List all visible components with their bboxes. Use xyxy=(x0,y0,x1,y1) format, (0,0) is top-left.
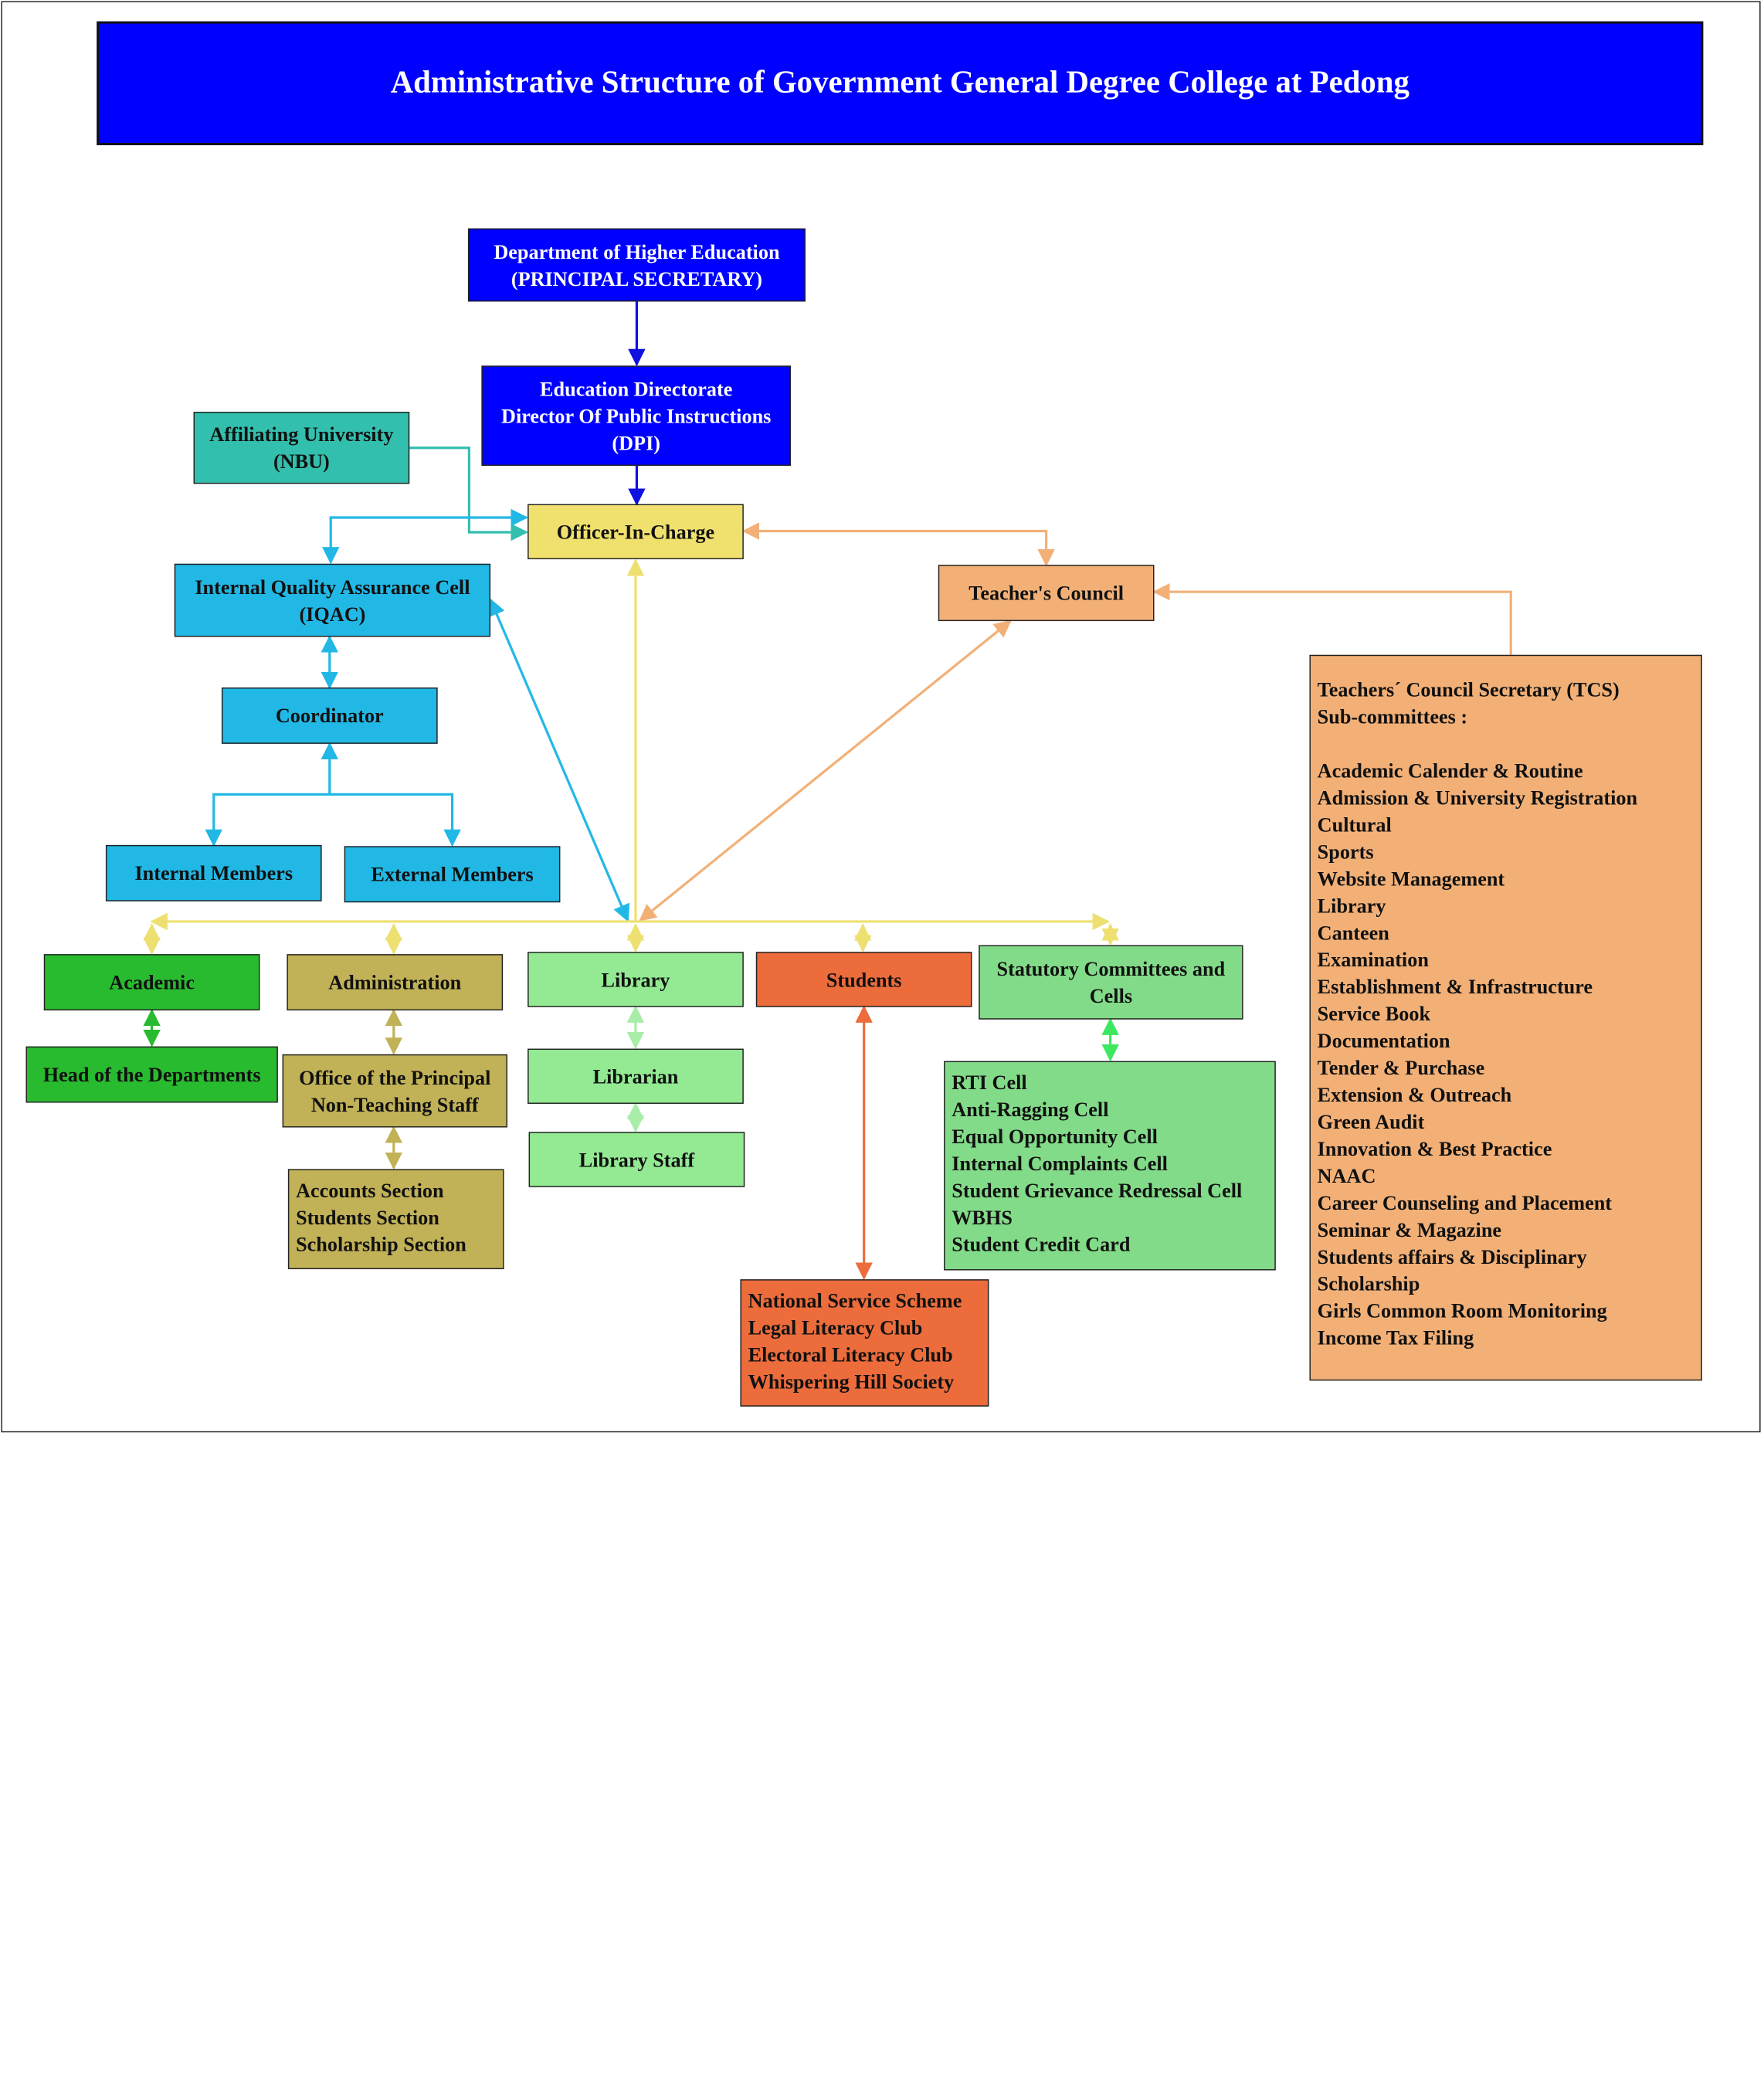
students-box: Students xyxy=(755,952,972,1007)
hod-box: Head of the Departments xyxy=(25,1046,278,1103)
tcs-subcommittee-list: Academic Calender & Routine Admission & … xyxy=(1318,757,1637,1351)
librarian-box: Librarian xyxy=(528,1048,744,1104)
tcs-item: Sports xyxy=(1317,840,1374,864)
tcs-item: Students affairs & Disciplinary xyxy=(1317,1245,1587,1268)
external-members-label: External Members xyxy=(371,863,534,886)
tcs-item: Library xyxy=(1317,894,1386,918)
tcs-item: Innovation & Best Practice xyxy=(1317,1137,1552,1160)
administration-label: Administration xyxy=(328,971,462,994)
hod-label: Head of the Departments xyxy=(42,1063,261,1086)
tcs-item: Cultural xyxy=(1317,813,1392,837)
library-staff-label: Library Staff xyxy=(578,1148,695,1171)
officer-label: Officer-In-Charge xyxy=(556,520,715,543)
dhe-line-2: (PRINCIPAL SECRETARY) xyxy=(511,267,763,290)
page-title: Administrative Structure of Government G… xyxy=(390,65,1410,100)
arrow-coordinator-to-internal xyxy=(205,793,330,847)
student-bodies-box: National Service Scheme Legal Literacy C… xyxy=(740,1279,989,1407)
library-staff-box: Library Staff xyxy=(528,1132,745,1187)
tcs-item: Canteen xyxy=(1317,921,1389,945)
iqac-box: Internal Quality Assurance Cell (IQAC) xyxy=(174,563,491,637)
title-banner: Administrative Structure of Government G… xyxy=(97,21,1704,145)
iqac-line-2: (IQAC) xyxy=(299,603,366,626)
cell-item: Anti-Ragging Cell xyxy=(952,1098,1109,1121)
arrow-iqac-to-bus xyxy=(488,598,630,922)
student-body-item: National Service Scheme xyxy=(748,1289,962,1312)
dpi-line-1: Education Directorate xyxy=(540,377,733,400)
cell-item: Internal Complaints Cell xyxy=(952,1152,1168,1175)
tcs-item: Extension & Outreach xyxy=(1317,1083,1512,1106)
dpi-line-3: (DPI) xyxy=(612,431,661,454)
coordinator-box: Coordinator xyxy=(221,687,438,744)
tcs-item: Documentation xyxy=(1317,1029,1450,1052)
teachers-council-label: Teacher's Council xyxy=(969,582,1125,605)
section-item: Accounts Section xyxy=(296,1179,444,1202)
tcs-heading-2: Sub-committees : xyxy=(1317,705,1468,728)
administration-box: Administration xyxy=(287,954,504,1011)
tcs-item: Income Tax Filing xyxy=(1317,1326,1474,1350)
academic-label: Academic xyxy=(109,971,195,994)
tcs-item: Tender & Purchase xyxy=(1317,1056,1485,1079)
tcs-item: Establishment & Infrastructure xyxy=(1317,975,1593,999)
tcs-box: Teachers´ Council Secretary (TCS) Sub-co… xyxy=(1309,654,1702,1381)
dpi-box: Education Directorate Director Of Public… xyxy=(481,365,791,467)
tcs-item: Girls Common Room Monitoring xyxy=(1317,1299,1607,1322)
teachers-council-box: Teacher's Council xyxy=(938,565,1155,622)
tcs-item: Service Book xyxy=(1317,1002,1431,1025)
office-principal-line-1: Office of the Principal xyxy=(299,1066,491,1089)
tcs-item: Admission & University Registration xyxy=(1317,786,1638,810)
iqac-line-1: Internal Quality Assurance Cell xyxy=(195,575,470,599)
cell-item: Student Credit Card xyxy=(952,1233,1131,1256)
office-principal-line-2: Non-Teaching Staff xyxy=(310,1093,479,1116)
tcs-item: Website Management xyxy=(1317,867,1505,891)
statutory-line-2: Cells xyxy=(1089,984,1133,1007)
outer-frame xyxy=(1,1,1761,1433)
tcs-item: Examination xyxy=(1317,948,1429,972)
connector-layer xyxy=(143,301,1512,1280)
office-principal-box: Office of the Principal Non-Teaching Sta… xyxy=(282,1054,507,1128)
internal-members-box: Internal Members xyxy=(105,844,322,901)
cell-item: WBHS xyxy=(952,1206,1013,1229)
dpi-line-2: Director Of Public Instructions xyxy=(501,404,772,427)
academic-box: Academic xyxy=(43,954,260,1011)
dhe-box: Department of Higher Education (PRINCIPA… xyxy=(467,228,806,302)
internal-members-label: Internal Members xyxy=(134,861,293,884)
arrow-tcs-to-council xyxy=(1152,582,1512,655)
library-label: Library xyxy=(601,968,670,991)
arrow-coordinator-to-external xyxy=(329,793,461,847)
statutory-line-1: Statutory Committees and xyxy=(996,957,1226,980)
university-box: Affiliating University (NBU) xyxy=(193,412,410,484)
students-label: Students xyxy=(826,968,902,991)
sections-box: Accounts Section Students Section Schola… xyxy=(287,1169,504,1270)
librarian-label: Librarian xyxy=(592,1064,679,1088)
cells-box: RTI Cell Anti-Ragging Cell Equal Opportu… xyxy=(944,1061,1276,1271)
university-line-1: Affiliating University xyxy=(209,423,394,446)
university-line-2: (NBU) xyxy=(273,450,330,473)
library-box: Library xyxy=(528,952,744,1007)
tcs-item: NAAC xyxy=(1317,1164,1376,1187)
dhe-line-1: Department of Higher Education xyxy=(494,239,780,263)
arrow-officer-teachers-council xyxy=(741,522,1055,567)
tcs-item: Academic Calender & Routine xyxy=(1317,759,1583,783)
arrow-officer-iqac xyxy=(322,508,528,565)
cell-item: Equal Opportunity Cell xyxy=(952,1125,1158,1148)
student-body-item: Whispering Hill Society xyxy=(748,1370,955,1394)
tcs-item: Scholarship xyxy=(1317,1272,1420,1295)
tcs-item: Career Counseling and Placement xyxy=(1317,1191,1613,1214)
tcs-item: Seminar & Magazine xyxy=(1317,1218,1502,1241)
tcs-heading-1: Teachers´ Council Secretary (TCS) xyxy=(1317,678,1620,701)
statutory-box: Statutory Committees and Cells xyxy=(979,945,1243,1020)
external-members-box: External Members xyxy=(344,846,561,903)
cell-item: Student Grievance Redressal Cell xyxy=(952,1179,1243,1202)
student-body-item: Legal Literacy Club xyxy=(748,1316,923,1339)
arrow-council-to-bus xyxy=(639,620,1012,922)
cell-item: RTI Cell xyxy=(952,1071,1027,1094)
student-body-item: Electoral Literacy Club xyxy=(748,1343,953,1367)
section-item: Students Section xyxy=(296,1206,439,1229)
officer-in-charge-box: Officer-In-Charge xyxy=(528,504,744,559)
section-item: Scholarship Section xyxy=(296,1233,466,1256)
coordinator-label: Coordinator xyxy=(275,704,384,727)
tcs-item: Green Audit xyxy=(1317,1110,1425,1133)
